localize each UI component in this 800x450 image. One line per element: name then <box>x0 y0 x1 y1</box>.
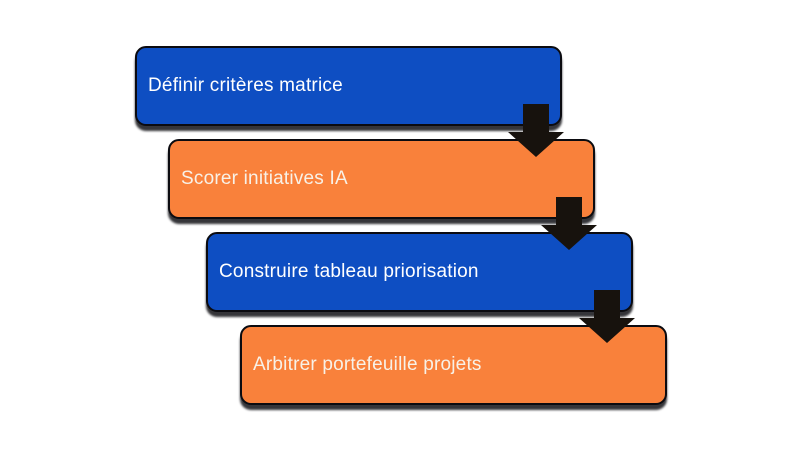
process-step-3: Construire tableau priorisation <box>206 232 633 312</box>
process-step-4: Arbitrer portefeuille projets <box>240 325 667 405</box>
process-step-2: Scorer initiatives IA <box>168 139 595 219</box>
down-arrow-icon <box>541 197 597 250</box>
process-step-2-label: Scorer initiatives IA <box>181 167 348 189</box>
down-arrow-icon <box>579 290 635 343</box>
process-step-4-label: Arbitrer portefeuille projets <box>253 353 482 375</box>
process-step-1: Définir critères matrice <box>135 46 562 126</box>
process-step-3-label: Construire tableau priorisation <box>219 260 479 282</box>
process-step-1-label: Définir critères matrice <box>148 74 343 96</box>
down-arrow-icon <box>508 104 564 157</box>
